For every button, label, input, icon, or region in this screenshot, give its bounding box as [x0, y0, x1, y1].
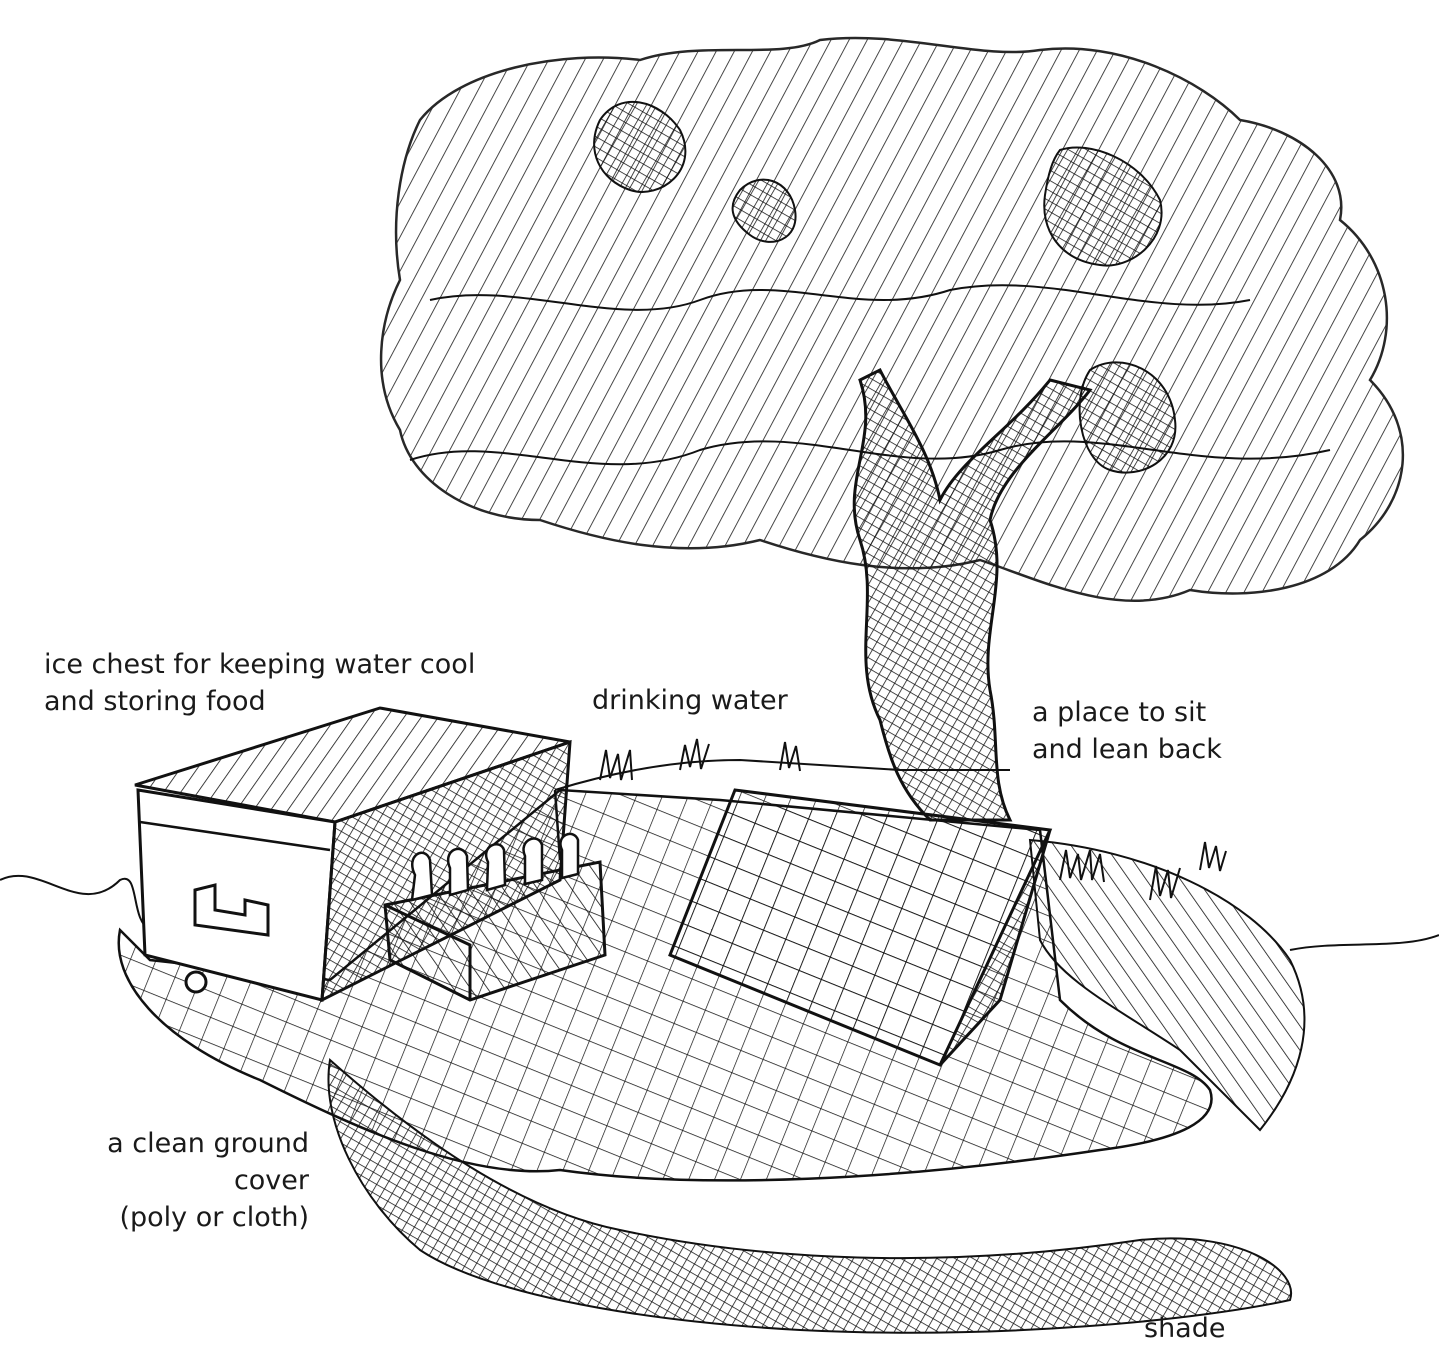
- sit-place-label-line1: a place to sit: [1032, 694, 1222, 731]
- latch-icon: [186, 972, 206, 992]
- ice-chest-label-line2: and storing food: [44, 683, 475, 720]
- ground-cover-label: a clean ground cover (poly or cloth): [107, 1125, 309, 1236]
- ice-chest-label-line1: ice chest for keeping water cool: [44, 646, 475, 683]
- shade-label: shade: [1144, 1310, 1225, 1347]
- drinking-water-label: drinking water: [592, 682, 788, 719]
- ground-cover-label-line1: a clean ground: [107, 1125, 309, 1162]
- drinking-water-label-line1: drinking water: [592, 682, 788, 719]
- sit-place-label-line2: and lean back: [1032, 731, 1222, 768]
- sit-place-label: a place to sit and lean back: [1032, 694, 1222, 768]
- ice-chest-label: ice chest for keeping water cool and sto…: [44, 646, 475, 720]
- ground-cover-label-line3: (poly or cloth): [107, 1199, 309, 1236]
- shade-label-line1: shade: [1144, 1310, 1225, 1347]
- ground-cover-label-line2: cover: [107, 1162, 309, 1199]
